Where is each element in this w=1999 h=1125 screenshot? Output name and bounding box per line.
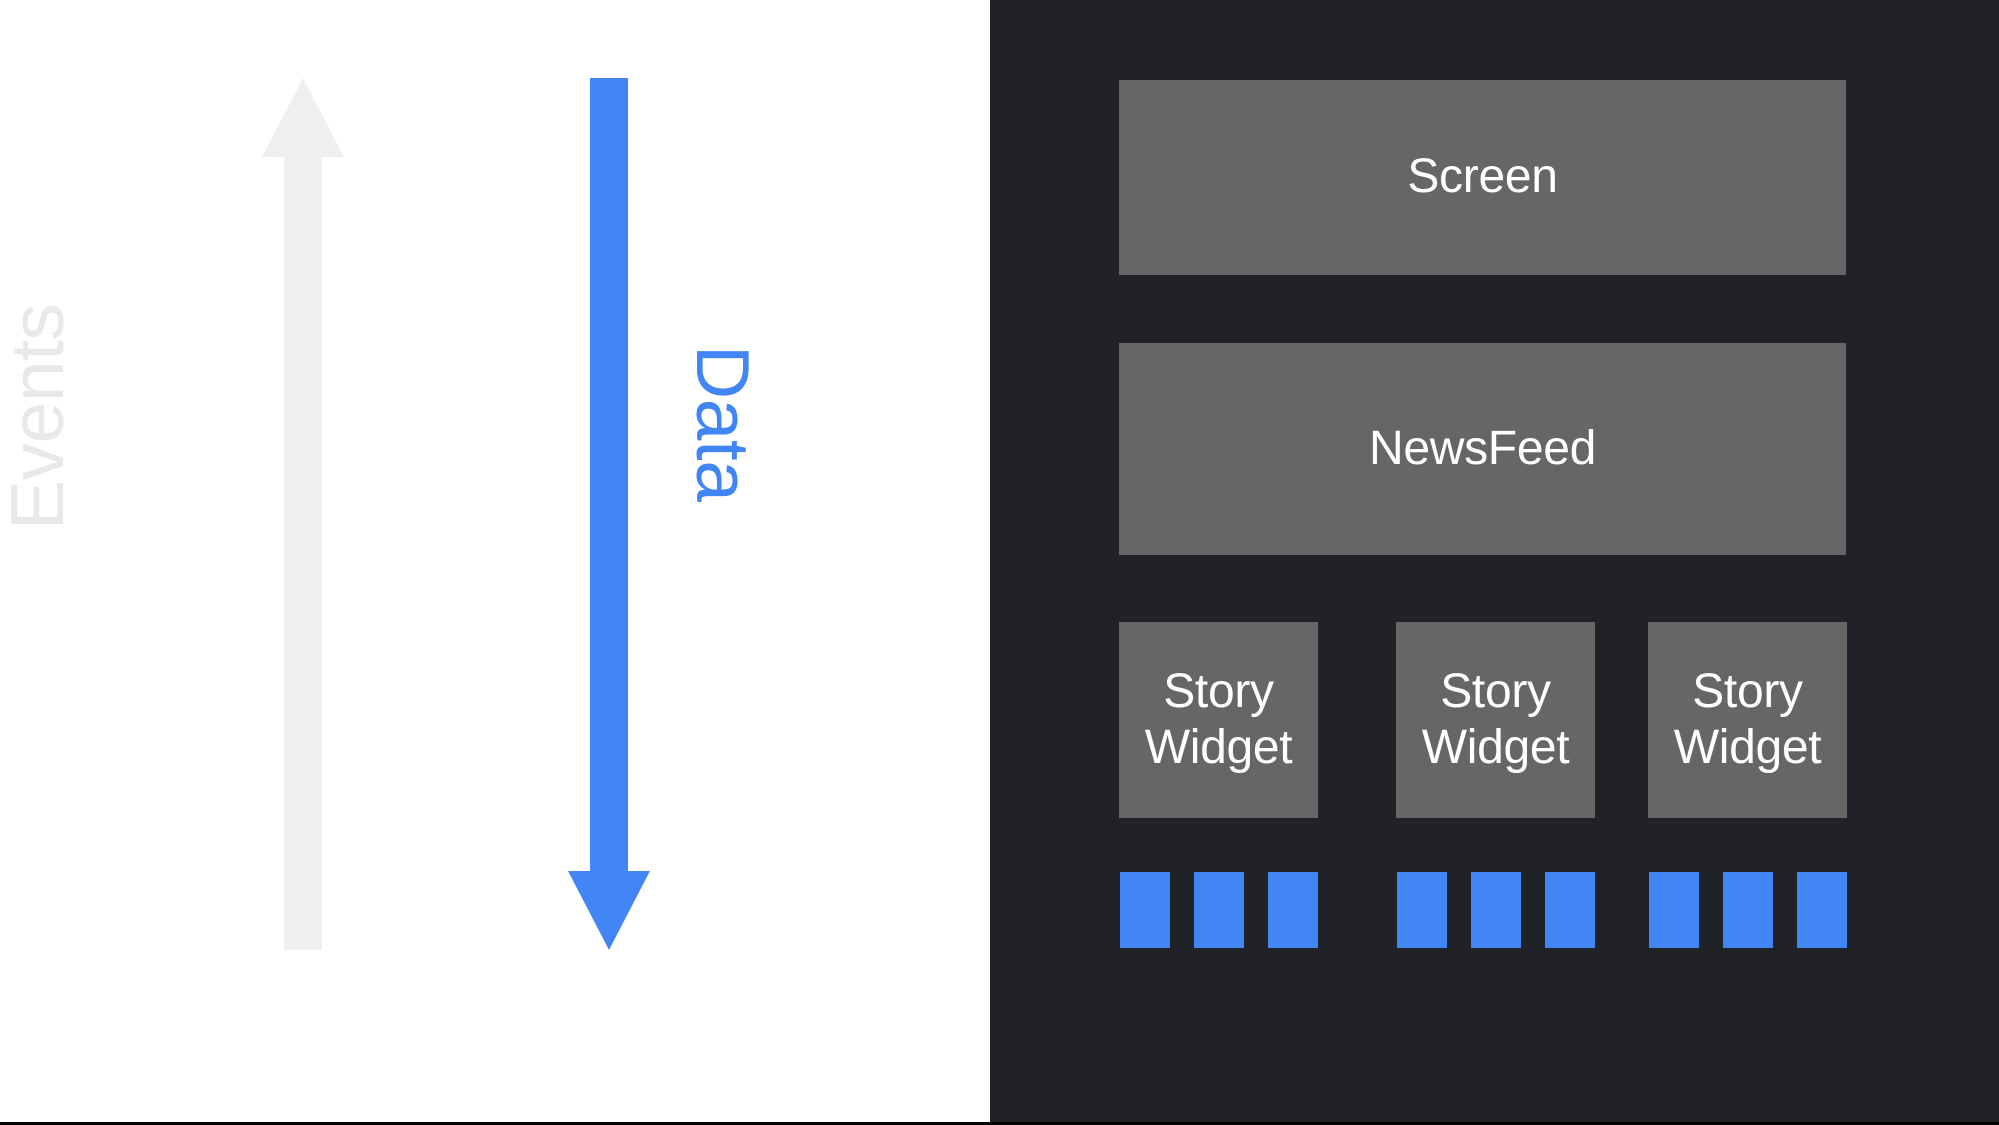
story-bar[interactable]: [1268, 872, 1318, 948]
data-axis-label: Data: [681, 345, 765, 502]
newsfeed-box[interactable]: NewsFeed: [1119, 343, 1846, 555]
story-widget-box[interactable]: Story Widget: [1648, 622, 1847, 818]
story-bar[interactable]: [1797, 872, 1847, 948]
story-bar-group: [1649, 872, 1847, 948]
bottom-divider: [0, 1122, 1999, 1125]
story-bar-group: [1120, 872, 1318, 948]
story-bar[interactable]: [1649, 872, 1699, 948]
flow-axes-panel: Events Data: [0, 0, 990, 1125]
story-bar[interactable]: [1194, 872, 1244, 948]
story-bar[interactable]: [1471, 872, 1521, 948]
story-bar[interactable]: [1723, 872, 1773, 948]
story-widget-box[interactable]: Story Widget: [1396, 622, 1595, 818]
story-bar[interactable]: [1120, 872, 1170, 948]
story-bar-group: [1397, 872, 1595, 948]
story-widget-box[interactable]: Story Widget: [1119, 622, 1318, 818]
events-axis-label: Events: [0, 303, 79, 530]
screen-box[interactable]: Screen: [1119, 80, 1846, 275]
story-bar[interactable]: [1397, 872, 1447, 948]
events-arrow-up-icon: [262, 78, 344, 950]
widget-tree-panel: Screen NewsFeed Story Widget Story Widge…: [990, 0, 1999, 1125]
data-arrow-down-icon: [568, 78, 650, 950]
story-bar[interactable]: [1545, 872, 1595, 948]
